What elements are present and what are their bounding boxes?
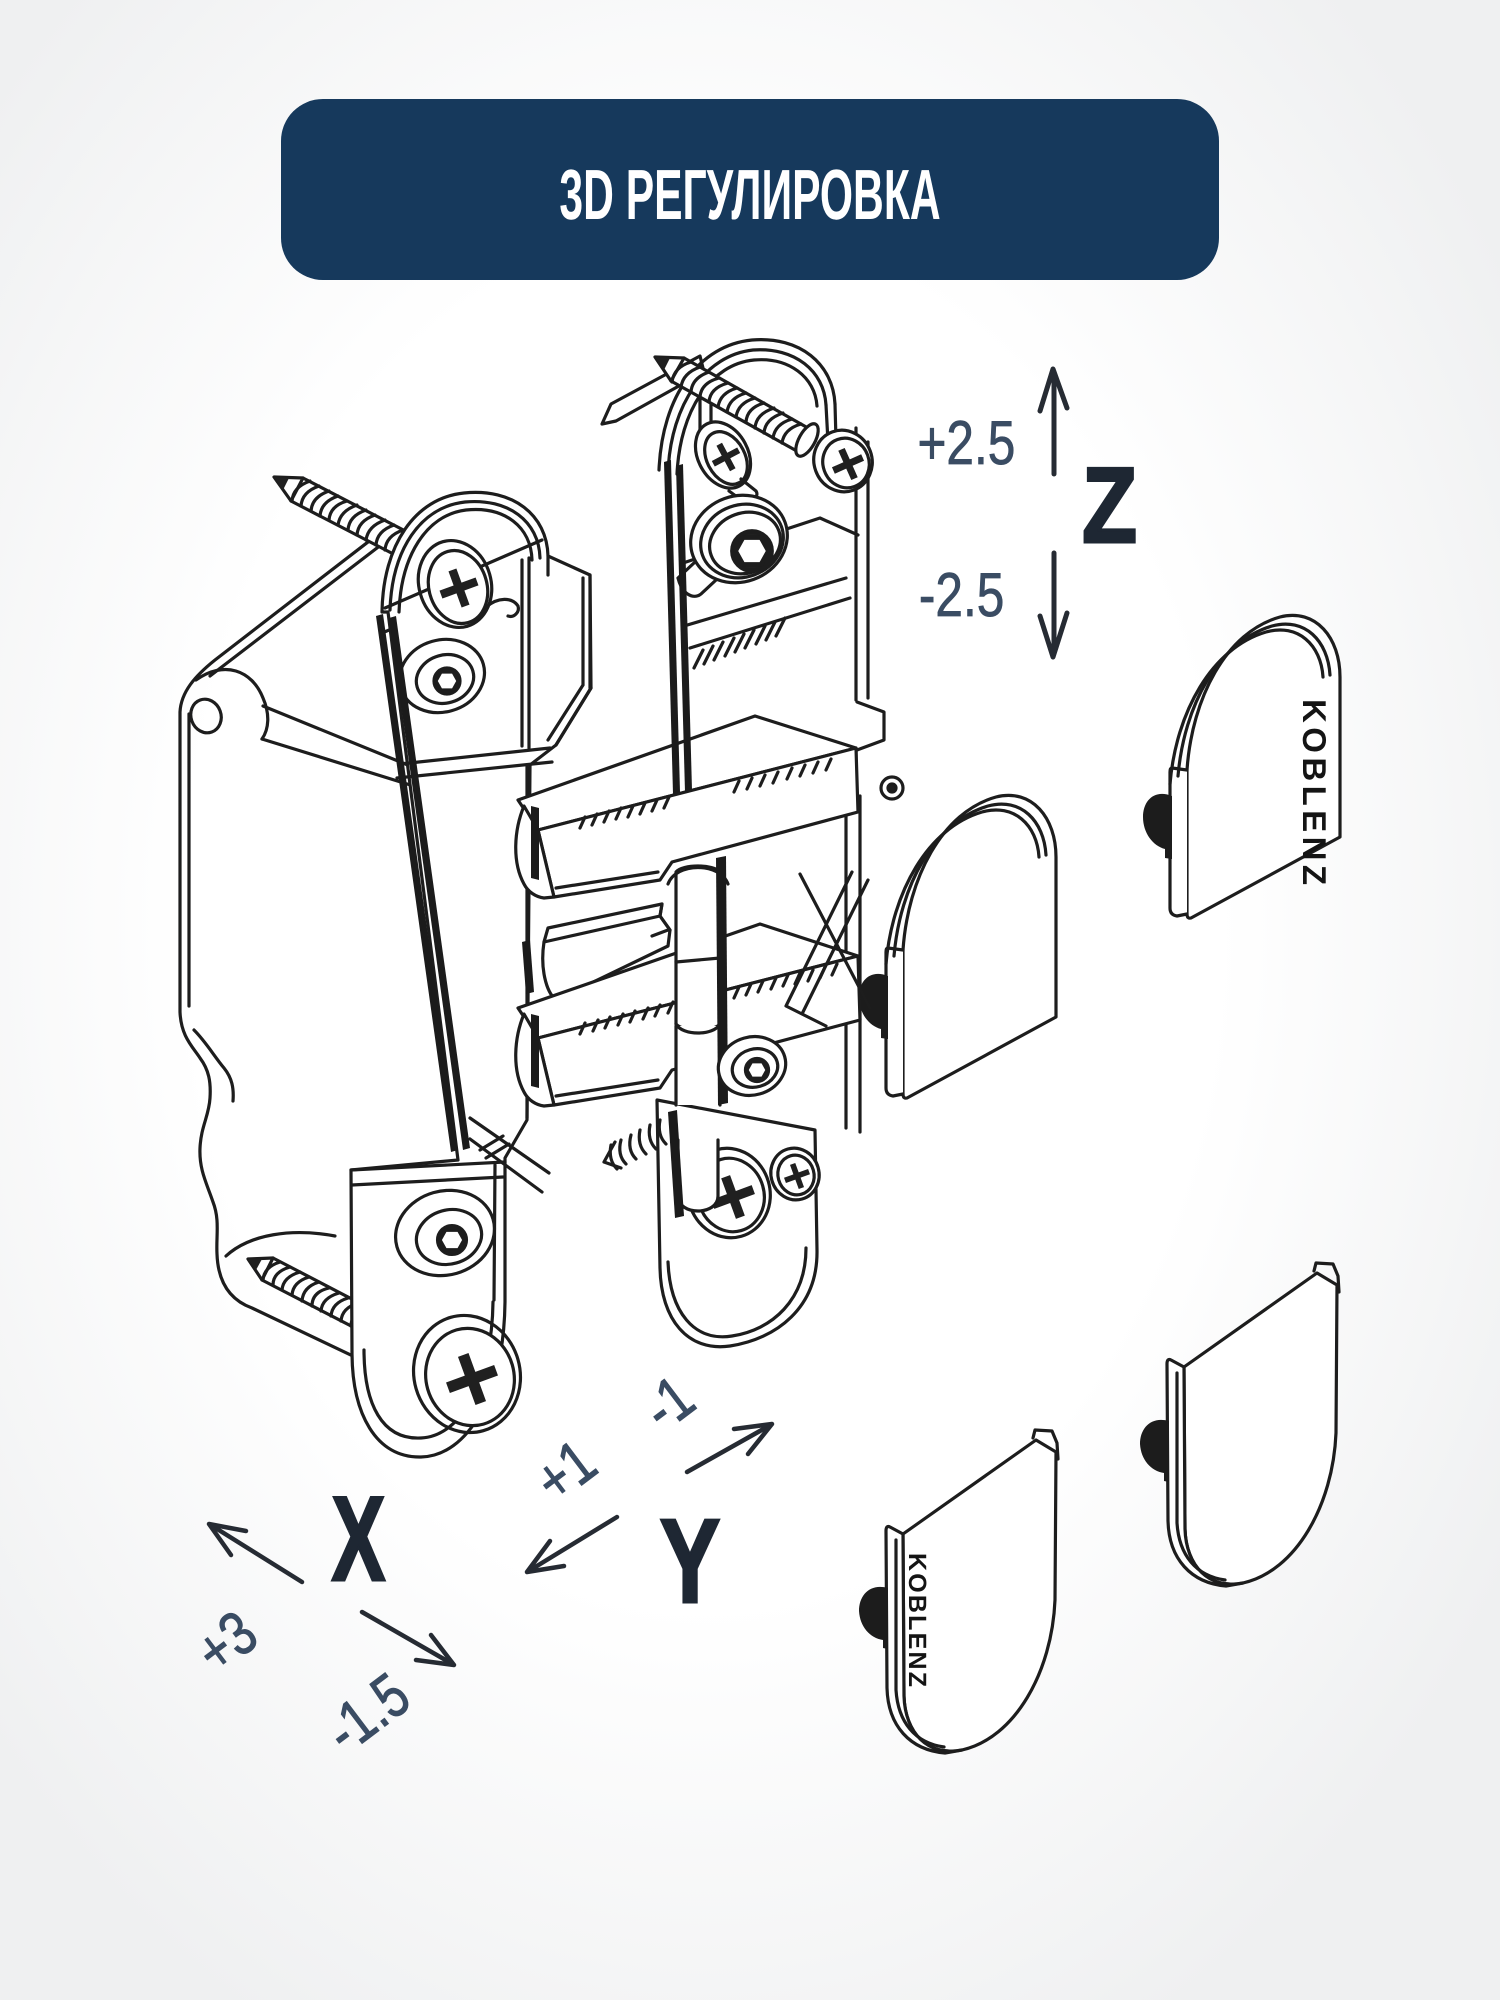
svg-text:X: X bbox=[332, 1472, 386, 1606]
svg-text:Z: Z bbox=[1082, 445, 1137, 565]
svg-text:-2.5: -2.5 bbox=[919, 561, 1004, 630]
svg-text:KOBLENZ: KOBLENZ bbox=[1296, 699, 1333, 885]
svg-text:+2.5: +2.5 bbox=[917, 409, 1015, 478]
svg-text:KOBLENZ: KOBLENZ bbox=[903, 1553, 931, 1687]
svg-text:3D РЕГУЛИРОВКА: 3D РЕГУЛИРОВКА bbox=[559, 156, 940, 235]
svg-text:Y: Y bbox=[660, 1495, 720, 1628]
